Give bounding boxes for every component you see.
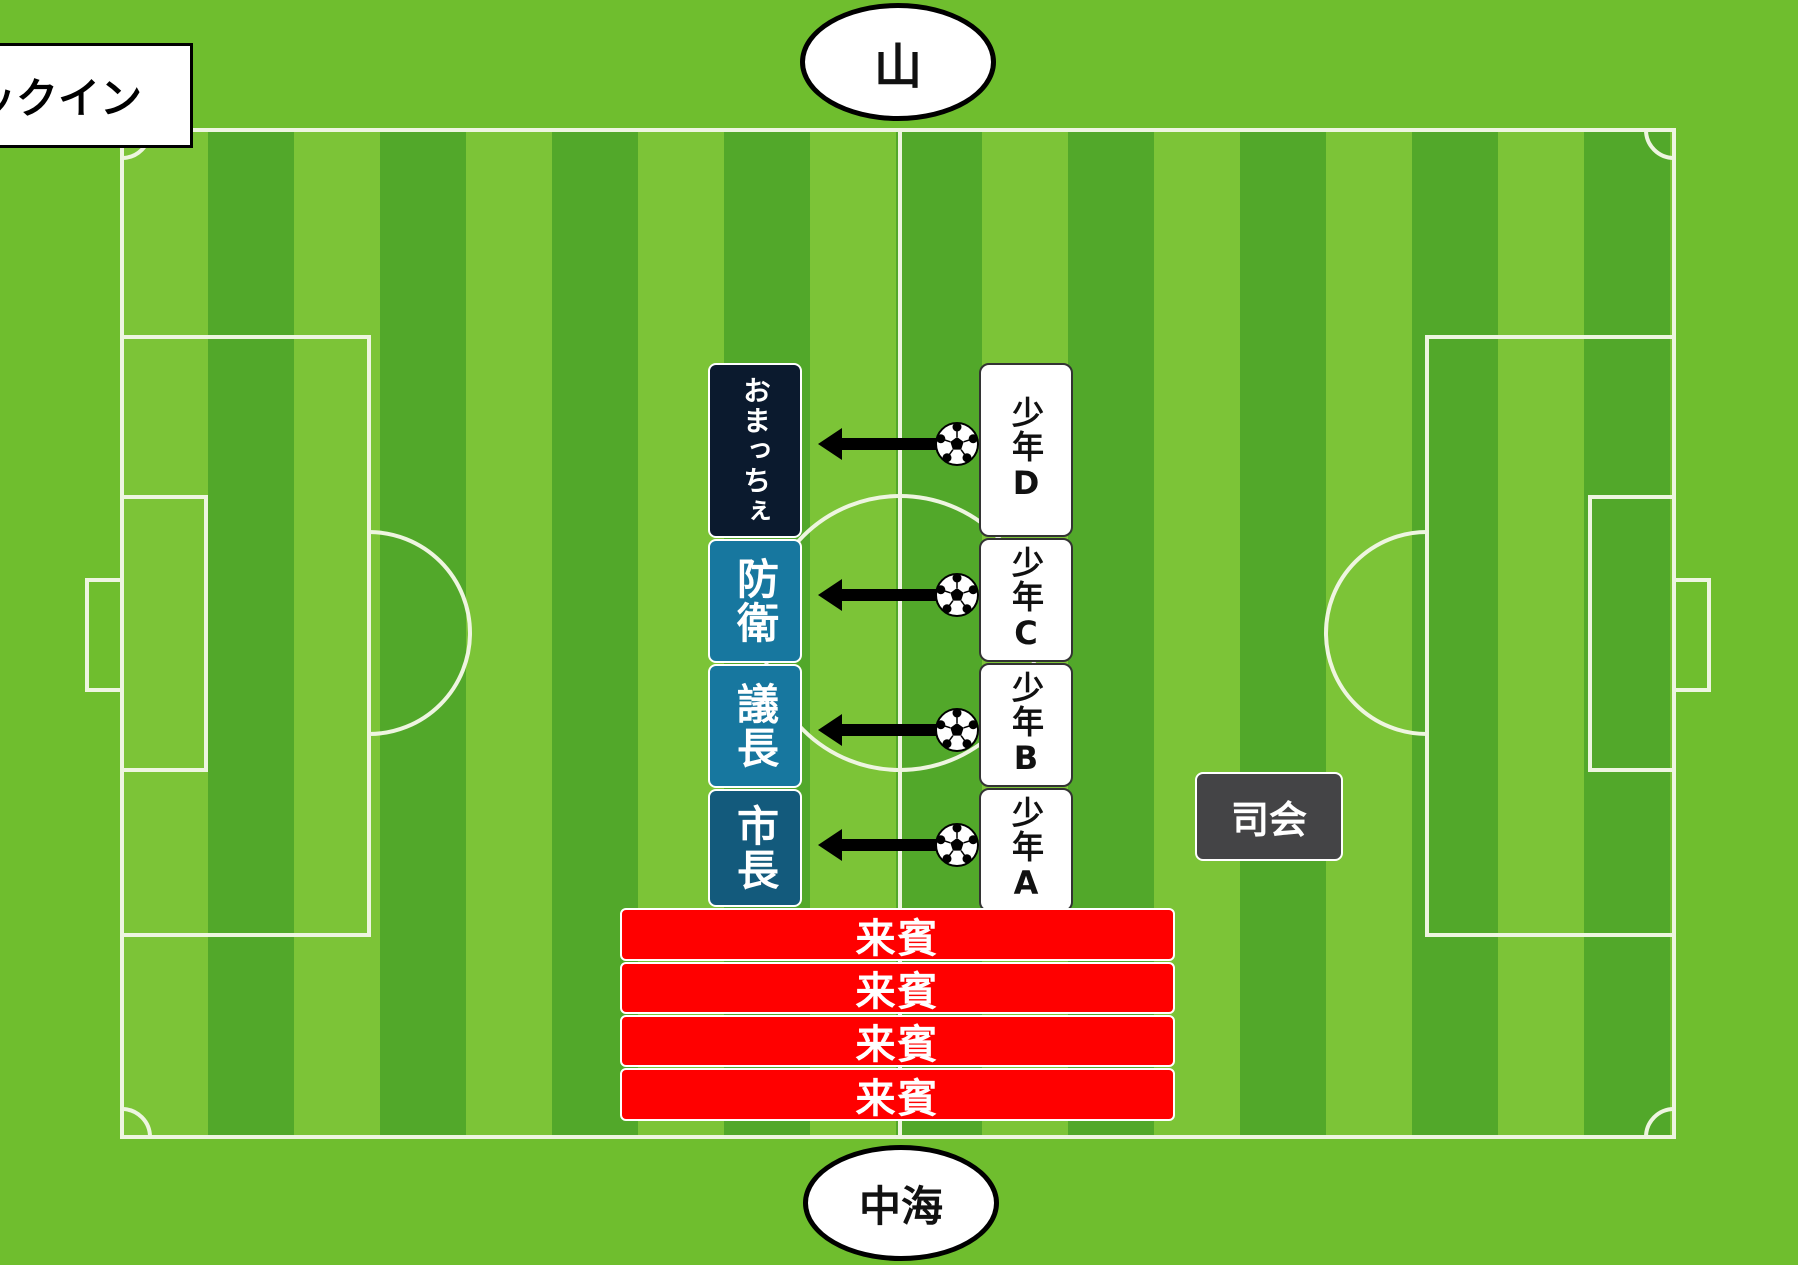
guest-row-2: 来賓 xyxy=(620,962,1175,1014)
soccer-ball-icon xyxy=(936,709,978,752)
grass-stripe xyxy=(1326,130,1412,1137)
boy-b-block: 少年B xyxy=(979,663,1073,787)
soccer-ball-icon xyxy=(936,824,978,867)
defense-block: 防衛 xyxy=(708,539,802,663)
guest-row-4: 来賓 xyxy=(620,1068,1175,1121)
soccer-ball-icon xyxy=(936,423,978,466)
grass-stripe xyxy=(1498,130,1584,1137)
corner-label: ックイン xyxy=(0,43,193,148)
guest-row-3: 来賓 xyxy=(620,1015,1175,1067)
grass-stripe xyxy=(1240,130,1326,1137)
grass-stripe xyxy=(1584,130,1670,1137)
mayor-block: 市長 xyxy=(708,789,802,907)
boy-a-block: 少年A xyxy=(979,788,1073,912)
grass-stripe xyxy=(122,130,208,1137)
grass-stripe xyxy=(380,130,466,1137)
grass-stripe xyxy=(466,130,552,1137)
boy-d-block: 少年D xyxy=(979,363,1073,537)
bottom-oval-sea: 中海 xyxy=(803,1145,999,1261)
boy-c-block: 少年C xyxy=(979,538,1073,662)
grass-stripe xyxy=(1412,130,1498,1137)
guest-row-1: 来賓 xyxy=(620,908,1175,961)
chairman-block: 議長 xyxy=(708,664,802,788)
soccer-ball-icon xyxy=(936,574,978,617)
mascot-block: おまっちぇ xyxy=(708,363,802,538)
host-block: 司会 xyxy=(1195,772,1343,861)
grass-stripe xyxy=(208,130,294,1137)
top-oval-mountain: 山 xyxy=(800,3,996,121)
